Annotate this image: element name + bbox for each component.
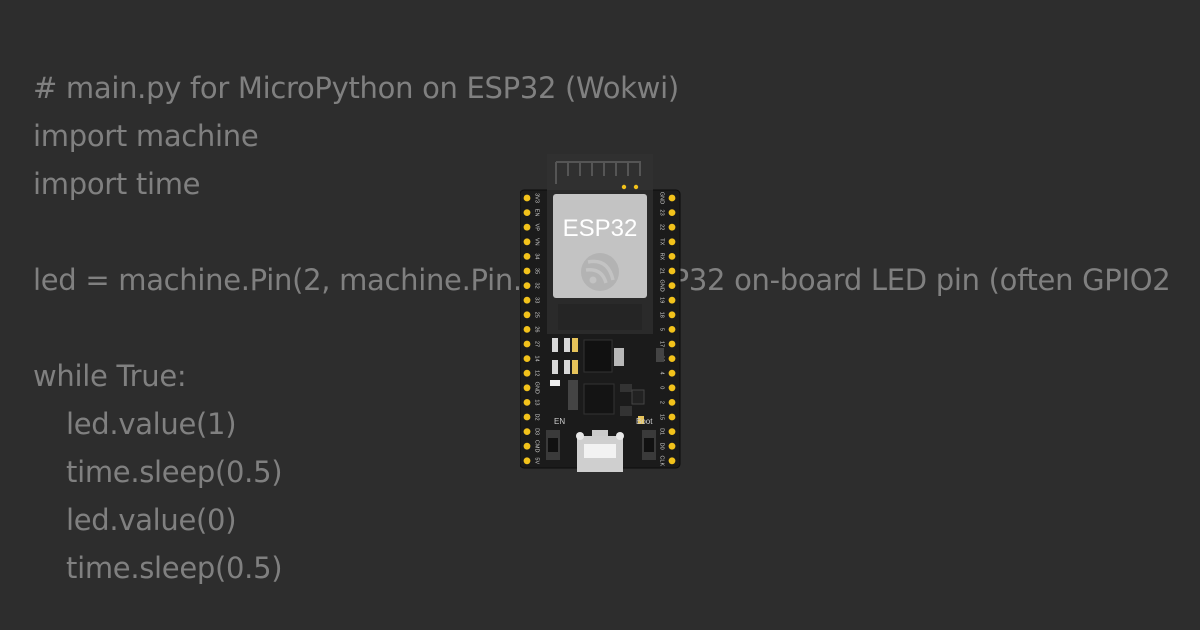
right-pin[interactable] (668, 238, 676, 246)
right-pin-label: 22 (659, 224, 665, 230)
left-pin-label: VN (534, 238, 540, 246)
right-pin-label: D1 (659, 428, 665, 435)
left-pin[interactable] (523, 326, 531, 333)
left-pin-label: 13 (534, 399, 540, 405)
right-pin[interactable] (668, 296, 676, 304)
code-line: time.sleep(0.5) (66, 455, 283, 489)
right-pin[interactable] (668, 442, 676, 450)
right-pin-label: 19 (659, 297, 665, 303)
right-pin[interactable] (668, 413, 676, 421)
right-pin[interactable] (668, 369, 676, 377)
regulator-tab (614, 348, 624, 366)
right-pin[interactable] (668, 384, 676, 392)
right-pin-label: RX (659, 253, 665, 261)
left-pin-label: 12 (534, 370, 540, 376)
left-pin[interactable] (523, 384, 531, 392)
left-pin[interactable] (523, 355, 531, 362)
left-pin-label: 3V3 (534, 193, 540, 203)
left-pin[interactable] (523, 311, 531, 319)
left-pin-label: 34 (534, 253, 540, 259)
right-pin[interactable] (668, 457, 676, 465)
left-pin-label: 33 (534, 297, 540, 303)
right-pin[interactable] (668, 340, 676, 348)
left-pin[interactable] (523, 267, 531, 275)
en-label: EN (554, 417, 565, 426)
left-pin[interactable] (523, 413, 531, 421)
right-pin-label: 0 (659, 386, 665, 389)
code-line: time.sleep(0.5) (66, 551, 283, 585)
right-pin[interactable] (668, 355, 676, 362)
right-pin-label: 23 (659, 210, 665, 216)
left-pin-label: 25 (534, 312, 540, 318)
left-pin[interactable] (523, 209, 531, 216)
left-pin[interactable] (523, 399, 531, 406)
metal-shield (553, 194, 647, 298)
right-pin-label: GND (659, 192, 665, 204)
right-pin-label: 2 (659, 401, 665, 404)
code-line: import machine (33, 119, 259, 153)
left-pin[interactable] (523, 442, 531, 450)
voltage-regulator (583, 339, 613, 373)
left-pin-label: 14 (534, 356, 540, 362)
left-pin[interactable] (523, 253, 531, 260)
left-pin-label: 5V (534, 457, 540, 464)
right-pin-label: TX (659, 238, 665, 245)
usb-uart-chip (583, 383, 615, 415)
right-pin[interactable] (668, 253, 676, 260)
antenna-trace (555, 161, 641, 184)
left-pin-label: CMD (534, 440, 540, 453)
boot-label: Boot (636, 417, 653, 426)
left-pin[interactable] (523, 369, 531, 377)
right-pin[interactable] (668, 267, 676, 275)
right-pin-header: GND2322TXRX21GND19185171640215D1D0CLK (659, 192, 676, 466)
right-pin-label: 18 (659, 312, 665, 318)
right-pin[interactable] (668, 194, 676, 202)
right-pin[interactable] (668, 311, 676, 319)
right-pin-label: 15 (659, 414, 665, 420)
code-line: led.value(0) (66, 503, 237, 537)
right-pin[interactable] (668, 326, 676, 333)
micro-usb-port (576, 430, 624, 472)
right-pin[interactable] (668, 223, 676, 231)
esp32-board[interactable]: ESP32 3V3ENVPVN343532332526271412GND13D2… (520, 154, 682, 478)
right-pin[interactable] (668, 209, 676, 216)
boot-button[interactable] (642, 430, 656, 460)
left-pin-label: EN (534, 209, 540, 217)
left-pin-label: 32 (534, 283, 540, 289)
left-pin[interactable] (523, 428, 531, 435)
right-pin-label: CLK (659, 455, 665, 466)
left-pin[interactable] (523, 340, 531, 348)
right-pin[interactable] (668, 282, 676, 289)
code-line: # main.py for MicroPython on ESP32 (Wokw… (33, 71, 679, 105)
antenna-area (547, 154, 653, 190)
code-line: import time (33, 167, 201, 201)
right-pin-label: 17 (659, 341, 665, 347)
right-pin-label: D0 (659, 443, 665, 450)
right-pin[interactable] (668, 428, 676, 435)
left-pin-label: GND (534, 382, 540, 394)
right-pin[interactable] (668, 399, 676, 406)
right-pin-label: 21 (659, 268, 665, 274)
espressif-logo-icon (581, 253, 619, 291)
chip-label: ESP32 (563, 215, 638, 242)
left-pin-label: 26 (534, 326, 540, 332)
code-line: led.value(1) (66, 407, 237, 441)
en-button[interactable] (546, 430, 560, 460)
left-pin[interactable] (523, 223, 531, 231)
left-pin-label: 35 (534, 268, 540, 274)
code-line: while True: (33, 359, 187, 393)
right-pin-label: 4 (659, 372, 665, 375)
left-pin-label: D3 (534, 428, 540, 435)
left-pin[interactable] (523, 194, 531, 202)
left-pin[interactable] (523, 282, 531, 289)
left-pin-label: VP (534, 224, 540, 232)
left-pin[interactable] (523, 238, 531, 246)
left-pin[interactable] (523, 457, 531, 465)
right-pin-label: 5 (659, 328, 665, 331)
right-pin-label: GND (659, 279, 665, 291)
left-pin[interactable] (523, 296, 531, 304)
left-pin-label: D2 (534, 413, 540, 420)
left-pin-label: 27 (534, 341, 540, 347)
